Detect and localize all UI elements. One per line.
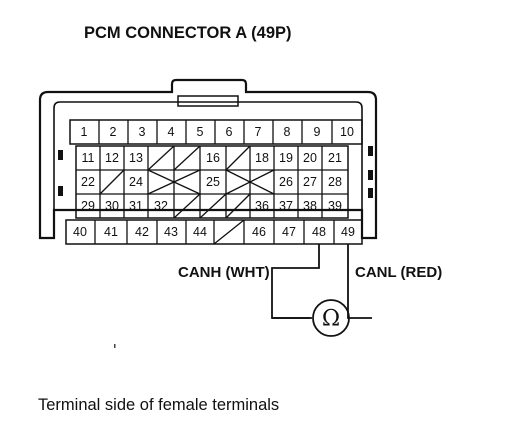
pin-4: 4 (168, 125, 175, 139)
right-rib-top (368, 146, 373, 156)
left-rib-top (58, 150, 63, 160)
pin-row-1: 1 2 3 4 5 6 7 8 9 10 (69, 119, 363, 145)
pin-43: 43 (164, 225, 178, 239)
pin-25: 25 (206, 175, 220, 189)
pin-37: 37 (279, 199, 293, 213)
pin-8: 8 (284, 125, 291, 139)
pin-24: 24 (129, 175, 143, 189)
pin-6: 6 (226, 125, 233, 139)
pin-21: 21 (328, 151, 342, 165)
connector-latch (177, 95, 239, 107)
canh-label: CANH (WHT) (178, 264, 270, 281)
diagram-caption: Terminal side of female terminals (38, 396, 279, 414)
pin-rows-middle: 11 12 13 16 18 19 20 21 22 24 25 26 27 2… (75, 145, 349, 219)
pin-44: 44 (193, 225, 207, 239)
pin-20: 20 (303, 151, 317, 165)
pin-47: 47 (282, 225, 296, 239)
pin-10: 10 (340, 125, 354, 139)
speck (114, 344, 116, 348)
pin-row-5: 40 41 42 43 44 46 47 48 49 (65, 219, 363, 245)
pin-16: 16 (206, 151, 220, 165)
pin-31: 31 (129, 199, 143, 213)
ohmmeter-circle (312, 299, 350, 337)
pin-2: 2 (110, 125, 117, 139)
connector-housing (38, 78, 378, 240)
canh-probe-wire (271, 244, 320, 319)
diagram-title: PCM CONNECTOR A (49P) (84, 24, 292, 42)
pin-3: 3 (139, 125, 146, 139)
pin-27: 27 (303, 175, 317, 189)
pin-46: 46 (252, 225, 266, 239)
ohm-symbol: Ω (322, 307, 340, 332)
pin-13: 13 (129, 151, 143, 165)
pin-9: 9 (314, 125, 321, 139)
canl-probe-wire (347, 244, 350, 319)
pin-26: 26 (279, 175, 293, 189)
pin-29: 29 (81, 199, 95, 213)
pin-11: 11 (82, 151, 95, 165)
pin-30: 30 (105, 199, 119, 213)
right-rib-mid (368, 170, 373, 180)
pin-22: 22 (81, 175, 95, 189)
pin-38: 38 (303, 199, 317, 213)
pin-7: 7 (255, 125, 262, 139)
pin-5: 5 (197, 125, 204, 139)
pin-42: 42 (135, 225, 149, 239)
pin-18: 18 (255, 151, 269, 165)
connector-inner-frame (53, 101, 363, 210)
pin-39: 39 (328, 199, 342, 213)
pin-32: 32 (154, 199, 168, 213)
pin-48: 48 (312, 225, 326, 239)
pin-28: 28 (328, 175, 342, 189)
pin-40: 40 (73, 225, 87, 239)
pin-36: 36 (255, 199, 269, 213)
pin-12: 12 (105, 151, 119, 165)
pin-41: 41 (104, 225, 118, 239)
pin-49: 49 (341, 225, 355, 239)
pin-19: 19 (279, 151, 293, 165)
right-rib-bottom (368, 188, 373, 198)
left-rib-bottom (58, 186, 63, 196)
pin-1: 1 (81, 125, 88, 139)
canl-label: CANL (RED) (355, 264, 442, 281)
